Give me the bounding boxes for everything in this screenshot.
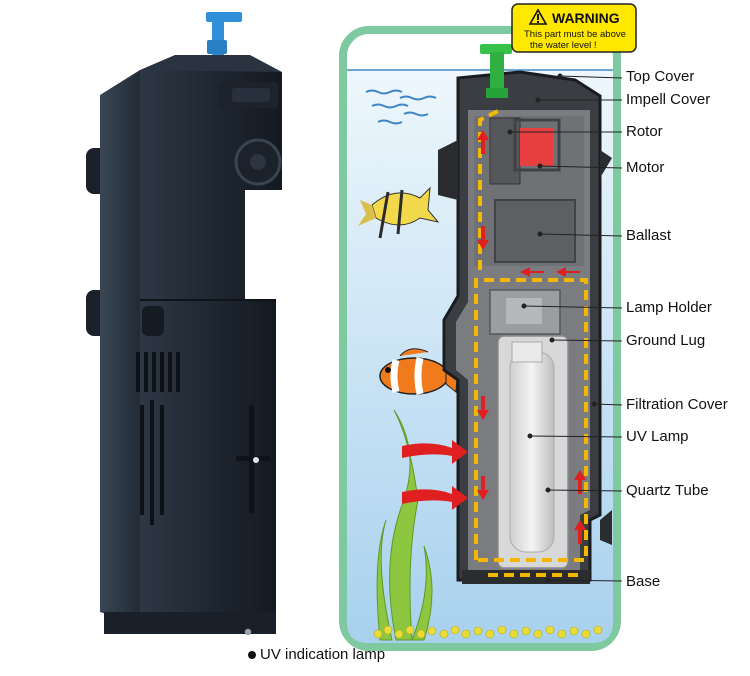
outlet-green (480, 44, 512, 54)
uv-lamp-part (509, 351, 555, 553)
body-upper (140, 70, 282, 300)
body-base (104, 612, 276, 634)
internal-flow-arrows (477, 130, 586, 544)
uv-indicator-window (236, 405, 270, 513)
flow-path (474, 108, 588, 577)
filter-cross-section (402, 44, 612, 584)
label-base: Base (626, 573, 661, 590)
gravel (373, 625, 603, 639)
body-lower (140, 300, 276, 625)
label-ground-lug: Ground Lug (626, 332, 706, 349)
label-lamp-holder: Lamp Holder (626, 299, 712, 316)
motor-block (520, 128, 554, 166)
outlet-nozzle (206, 12, 242, 22)
filter-exterior (86, 12, 282, 636)
uv-indication-lamp (244, 628, 252, 636)
seaweed (376, 409, 433, 641)
label-motor: Motor (626, 159, 665, 176)
leader-lines (507, 73, 623, 583)
ballast-block (494, 199, 576, 263)
warning-sign: WARNING This part must be above the wate… (511, 3, 637, 53)
label-uv-lamp: UV Lamp (626, 428, 689, 445)
angelfish (358, 186, 440, 239)
aquarium-cutaway: WARNING This part must be above the wate… (339, 3, 637, 651)
label-quartz-tube: Quartz Tube (626, 482, 709, 499)
label-filtration-cover: Filtration Cover (626, 396, 728, 413)
label-ballast: Ballast (626, 227, 672, 244)
label-top-cover: Top Cover (626, 68, 695, 85)
indicator-bullet (248, 651, 256, 659)
warning-line-1: This part must be above (524, 29, 626, 40)
label-uv-indication-lamp: UV indication lamp (260, 646, 386, 663)
label-impell-cover: Impell Cover (626, 91, 711, 108)
label-rotor: Rotor (626, 123, 663, 140)
warning-title: WARNING (552, 10, 620, 26)
warning-line-2: the water level ! (530, 40, 597, 51)
vent-grille (136, 352, 180, 525)
body-side (100, 70, 140, 625)
clownfish (379, 348, 459, 395)
ripples (365, 89, 437, 125)
intake-arrows (402, 440, 468, 510)
